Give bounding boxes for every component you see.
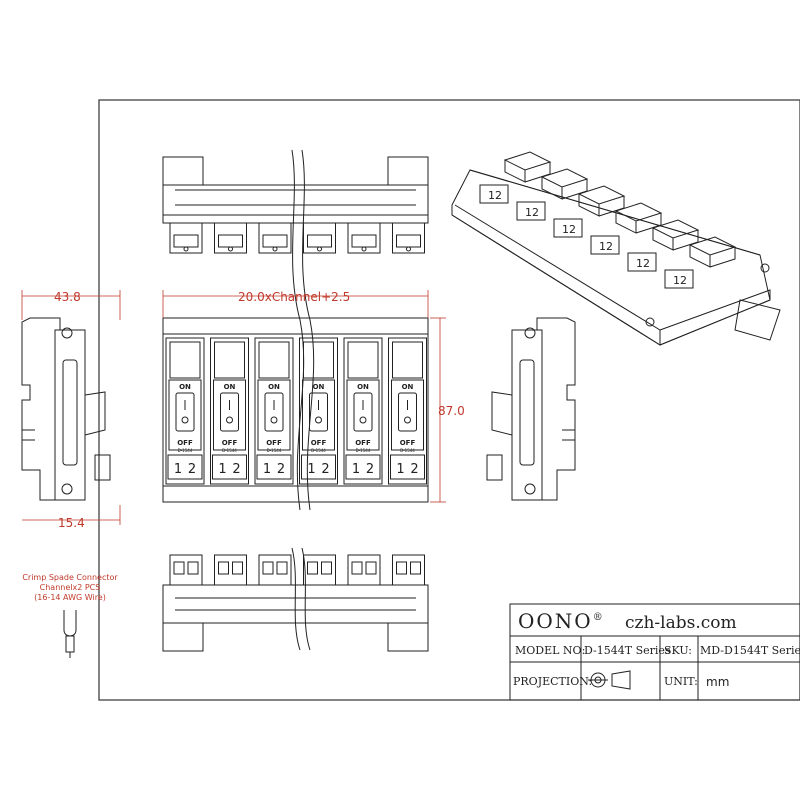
top-terminal-block <box>303 222 336 254</box>
switch-off-label: OFF <box>400 439 416 447</box>
top-terminal-block <box>214 222 247 254</box>
terminal-2-label: 2 <box>366 462 374 477</box>
switch-model-text: D-1544 <box>222 448 237 453</box>
bottom-terminal-block <box>303 554 336 586</box>
rocker-switch[interactable] <box>309 392 328 432</box>
projection-label: PROJECTION: <box>513 675 592 688</box>
dim-total-width: 20.0xChannel+2.5 <box>238 290 350 304</box>
top-terminal-block <box>169 222 203 254</box>
bottom-terminal-block <box>258 554 292 586</box>
right-side-view <box>486 317 576 501</box>
isometric-view: 12 12 12 12 12 12 <box>451 151 781 346</box>
switch-off-label: OFF <box>177 439 193 447</box>
switch-model-text: D-1544 <box>356 448 371 453</box>
iso-terminal-label: 12 <box>636 257 650 270</box>
brand-name: OONO® <box>518 609 605 633</box>
switch-off-label: OFF <box>355 439 371 447</box>
switch-model-text: D-1544 <box>267 448 282 453</box>
terminal-1-label: 1 <box>218 462 226 477</box>
model-no-value: D-1544T Series <box>584 644 671 657</box>
switch-model-text: D-1544 <box>311 448 326 453</box>
terminal-1-label: 1 <box>352 462 360 477</box>
dim-height: 87.0 <box>438 404 465 418</box>
iso-switch: 12 <box>553 185 626 238</box>
top-view <box>162 156 429 254</box>
bottom-terminal-block <box>169 554 203 586</box>
switch-off-label: OFF <box>222 439 238 447</box>
connector-note-line3: (16-14 AWG Wire) <box>34 593 106 602</box>
switch-model-text: D-1544 <box>178 448 193 453</box>
terminal-1-label: 1 <box>174 462 182 477</box>
title-block <box>509 603 800 701</box>
spade-connector-icon <box>63 610 77 658</box>
iso-switch: 12 <box>664 236 737 289</box>
iso-terminal-label: 12 <box>525 206 539 219</box>
terminal-2-label: 2 <box>321 462 329 477</box>
top-terminal-block <box>258 222 292 254</box>
rocker-switch[interactable] <box>264 392 284 432</box>
iso-switch: 12 <box>590 202 663 255</box>
dim-width-left: 43.8 <box>54 290 81 304</box>
sku-value: MD-D1544T Series <box>700 644 800 657</box>
dim-depth-bottom: 15.4 <box>58 516 85 530</box>
sku-label: SKU: <box>664 644 692 657</box>
registered-mark: ® <box>593 612 605 623</box>
bottom-terminal-block <box>392 554 425 586</box>
bottom-terminal-block <box>347 554 381 586</box>
switch-on-label: ON <box>357 383 369 391</box>
website: czh-labs.com <box>625 613 737 633</box>
bottom-view <box>162 554 429 652</box>
terminal-2-label: 2 <box>232 462 240 477</box>
switch-off-label: OFF <box>311 439 327 447</box>
terminal-2-label: 2 <box>277 462 285 477</box>
terminal-2-label: 2 <box>410 462 418 477</box>
terminal-1-label: 1 <box>307 462 315 477</box>
projection-symbol-icon <box>588 670 631 690</box>
terminal-1-label: 1 <box>263 462 271 477</box>
unit-label: UNIT: <box>664 675 698 688</box>
rocker-switch[interactable] <box>175 392 195 432</box>
switch-on-label: ON <box>179 383 191 391</box>
switch-off-label: OFF <box>266 439 282 447</box>
switch-on-label: ON <box>402 383 414 391</box>
terminal-2-label: 2 <box>188 462 196 477</box>
iso-terminal-label: 12 <box>599 240 613 253</box>
top-terminal-block <box>347 222 381 254</box>
iso-terminal-label: 12 <box>673 274 687 287</box>
dimensions: 43.8 20.0xChannel+2.5 87.0 15.4 <box>21 290 465 530</box>
model-no-label: MODEL NO: <box>515 644 585 657</box>
switch-on-label: ON <box>313 383 325 391</box>
top-terminal-block <box>392 222 425 254</box>
left-side-view <box>21 317 111 501</box>
iso-switch: 12 <box>479 151 552 204</box>
connector-note: Crimp Spade Connector Channelx2 PCS (16-… <box>22 573 118 658</box>
iso-terminal-label: 12 <box>562 223 576 236</box>
switch-model-text: D-1544 <box>400 448 415 453</box>
rocker-switch[interactable] <box>220 392 239 432</box>
connector-note-line1: Crimp Spade Connector <box>22 573 118 582</box>
bottom-terminal-block <box>214 554 247 586</box>
iso-switch: 12 <box>516 168 589 221</box>
rocker-switch[interactable] <box>398 392 417 432</box>
connector-note-line2: Channelx2 PCS <box>40 583 101 592</box>
terminal-1-label: 1 <box>396 462 404 477</box>
iso-switch: 12 <box>627 219 700 272</box>
switch-on-label: ON <box>268 383 280 391</box>
iso-terminal-label: 12 <box>488 189 502 202</box>
switch-on-label: ON <box>224 383 236 391</box>
rocker-switch[interactable] <box>353 392 373 432</box>
drawing-frame <box>98 99 800 701</box>
unit-value: mm <box>706 675 729 689</box>
